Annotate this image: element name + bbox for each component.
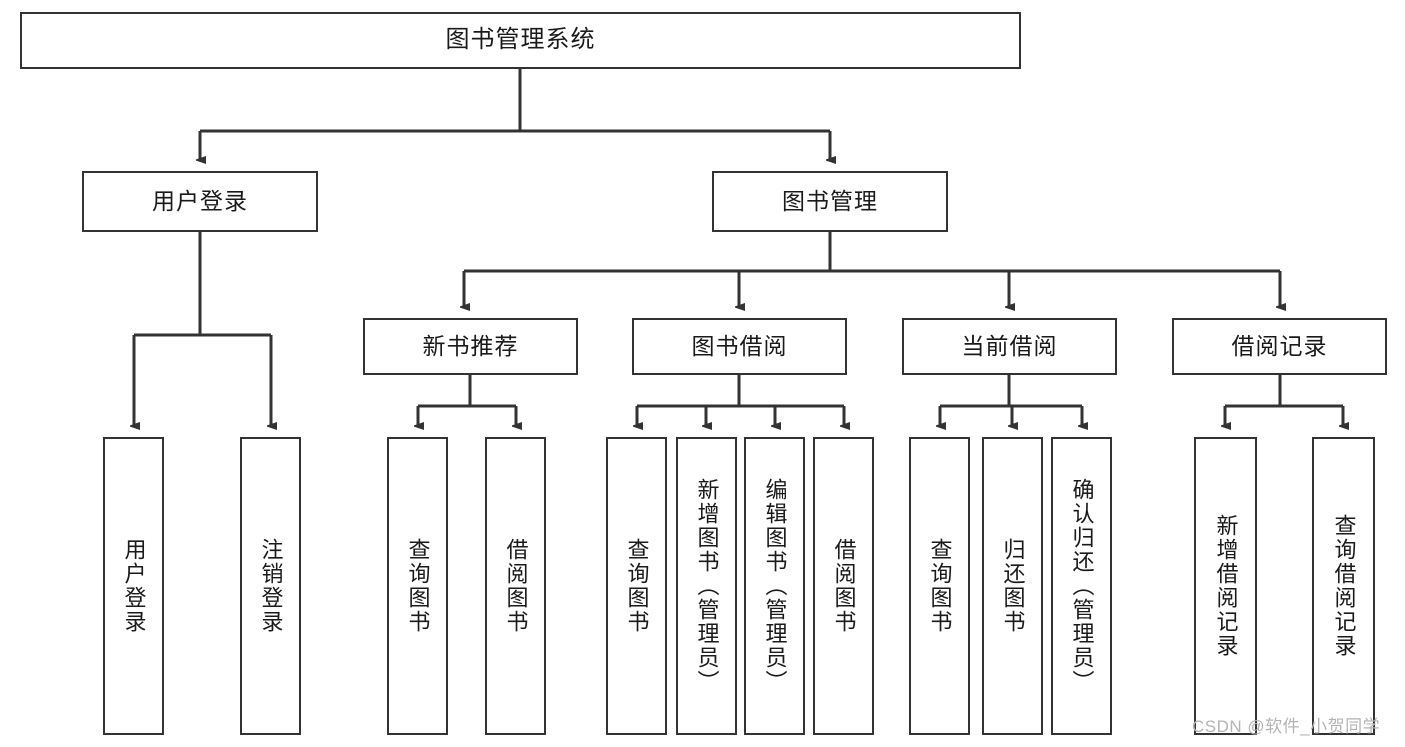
leaf-user-login[interactable]: 用户登录	[103, 437, 164, 735]
leaf-add-book-admin[interactable]: 新增图书（管理员）	[676, 437, 737, 735]
leaf-query-borrow-record[interactable]: 查询借阅记录	[1312, 437, 1375, 735]
leaf-query-book-borrow[interactable]: 查询图书	[606, 437, 667, 735]
node-current-borrow[interactable]: 当前借阅	[902, 318, 1117, 375]
leaf-return-book[interactable]: 归还图书	[982, 437, 1043, 735]
leaf-logout-login[interactable]: 注销登录	[240, 437, 301, 735]
leaf-borrow-book[interactable]: 借阅图书	[813, 437, 874, 735]
leaf-query-book-recommend[interactable]: 查询图书	[387, 437, 448, 735]
node-borrow-record[interactable]: 借阅记录	[1172, 318, 1387, 375]
node-book-borrow[interactable]: 图书借阅	[632, 318, 847, 375]
leaf-query-book-current[interactable]: 查询图书	[909, 437, 970, 735]
node-root[interactable]: 图书管理系统	[20, 12, 1021, 69]
node-user-login[interactable]: 用户登录	[82, 171, 318, 232]
leaf-confirm-return-admin[interactable]: 确认归还（管理员）	[1051, 437, 1112, 735]
leaf-borrow-book-recommend[interactable]: 借阅图书	[485, 437, 546, 735]
node-book-manage[interactable]: 图书管理	[712, 171, 948, 232]
leaf-add-borrow-record[interactable]: 新增借阅记录	[1194, 437, 1257, 735]
csdn-watermark: CSDN @软件_小贺同学	[1192, 717, 1381, 736]
leaf-edit-book-admin[interactable]: 编辑图书（管理员）	[744, 437, 805, 735]
node-new-book-recommend[interactable]: 新书推荐	[363, 318, 578, 375]
